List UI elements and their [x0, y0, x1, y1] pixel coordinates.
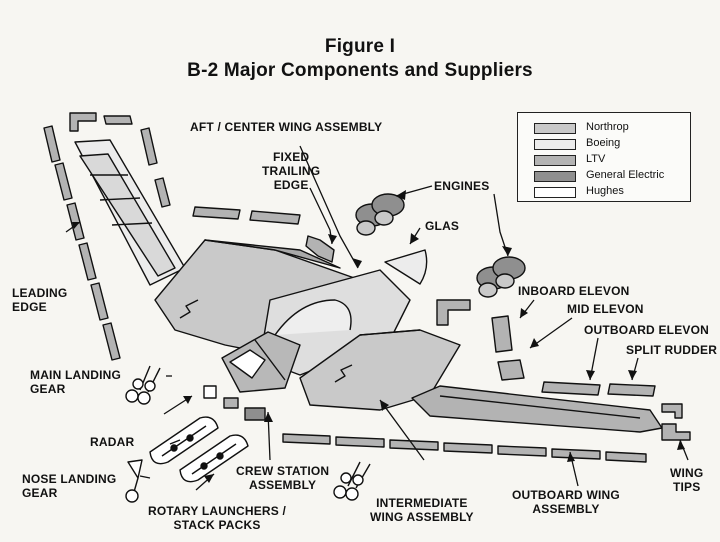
elevons: [436, 299, 656, 397]
glas-part: [384, 249, 428, 285]
label-intermediate-wing-assembly: INTERMEDIATE WING ASSEMBLY: [370, 496, 474, 524]
legend-swatch-northrop: [534, 123, 576, 134]
wing-tips: [661, 403, 691, 441]
label-nose-landing-gear: NOSE LANDING GEAR: [22, 472, 117, 500]
label-fixed-trailing-edge: FIXED TRAILING EDGE: [262, 150, 321, 192]
label-outboard-wing-assembly: OUTBOARD WING ASSEMBLY: [512, 488, 620, 516]
wing-landing-gear-part: [333, 461, 371, 501]
nose-landing-gear-part: [125, 459, 143, 503]
rotary-launchers-part: [149, 416, 249, 483]
main-landing-gear-part: [125, 365, 161, 405]
leading-edge-panel: [74, 139, 186, 286]
legend-label: LTV: [586, 153, 606, 165]
legend-label: Hughes: [586, 185, 624, 197]
label-engines: ENGINES: [434, 179, 490, 193]
label-split-rudder: SPLIT RUDDER: [626, 343, 718, 357]
engines-upper: [355, 193, 405, 236]
label-crew-station-assembly: CREW STATION ASSEMBLY: [236, 464, 330, 492]
label-wing-tips: WING TIPS: [670, 466, 704, 494]
label-glas: GLAS: [425, 219, 460, 233]
lower-trailing-edge-strip: [282, 433, 647, 463]
leading-edge-segments: [43, 112, 171, 361]
label-leading-edge: LEADING EDGE: [12, 286, 68, 314]
label-rotary-launchers: ROTARY LAUNCHERS / STACK PACKS: [148, 504, 287, 532]
label-outboard-elevon: OUTBOARD ELEVON: [584, 323, 710, 337]
legend-swatch-ltv: [534, 155, 576, 166]
legend-swatch-boeing: [534, 139, 576, 150]
supplier-legend: Northrop Boeing LTV General Electric Hug…: [517, 112, 691, 202]
label-aft-center-wing: AFT / CENTER WING ASSEMBLY: [190, 120, 383, 134]
legend-label: General Electric: [586, 169, 665, 181]
legend-label: Boeing: [586, 137, 621, 149]
fixed-trailing-edge: [192, 206, 335, 263]
intermediate-wing: [299, 329, 461, 411]
legend-label: Northrop: [586, 121, 629, 133]
label-radar: RADAR: [90, 435, 135, 449]
figure-subtitle: B-2 Major Components and Suppliers: [187, 60, 533, 81]
figure-title: Figure I: [324, 36, 396, 57]
label-main-landing-gear: MAIN LANDING GEAR: [30, 368, 122, 396]
arrowheads: [72, 190, 685, 483]
label-mid-elevon: MID ELEVON: [567, 302, 644, 316]
label-inboard-elevon: INBOARD ELEVON: [518, 284, 630, 298]
legend-swatch-general-electric: [534, 171, 576, 182]
radar-part: [203, 385, 266, 421]
legend-swatch-hughes: [534, 187, 576, 198]
engines-lower: [476, 256, 526, 298]
